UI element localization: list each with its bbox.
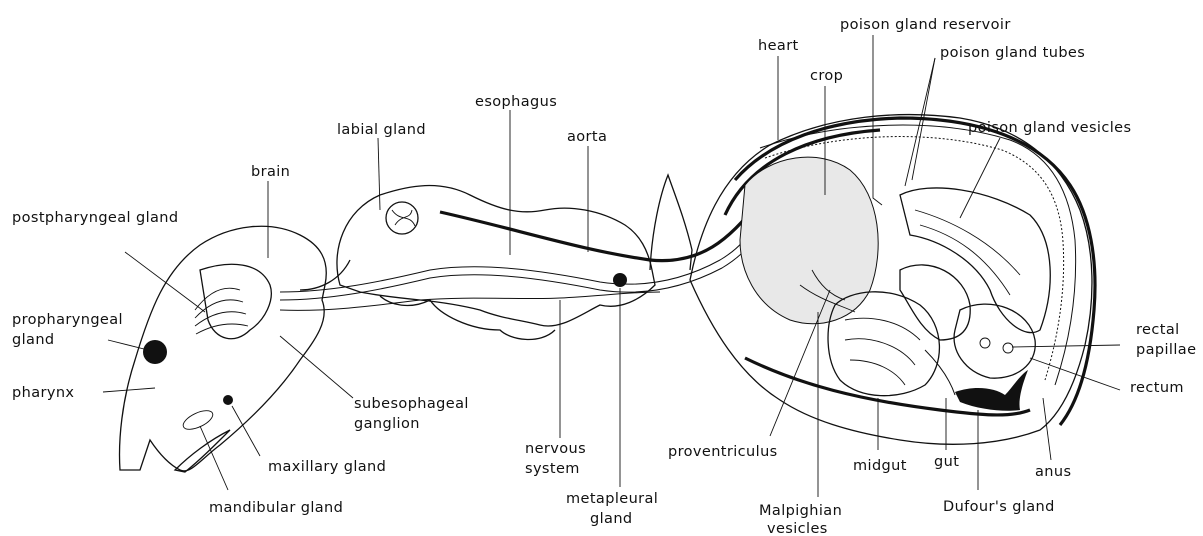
label-metapleural-gland-line1: metapleural — [566, 491, 658, 507]
label-poison-gland-reservoir: poison gland reservoir — [840, 17, 1011, 33]
label-nervous-system-line1: nervous — [525, 441, 586, 457]
label-malpighian-vesicles-line2: vesicles — [767, 521, 828, 536]
labial-gland-lobes — [392, 210, 415, 226]
label-proventriculus: proventriculus — [668, 444, 778, 460]
leader-labial — [378, 138, 380, 210]
rectal-papilla-1 — [980, 338, 990, 348]
leader-anus — [1043, 398, 1051, 460]
label-aorta: aorta — [567, 129, 607, 145]
label-brain: brain — [251, 164, 290, 180]
leader-poison-tubes-1 — [905, 58, 935, 186]
label-mandibular-gland: mandibular gland — [209, 500, 343, 516]
leader-propharyngeal — [108, 340, 148, 350]
label-malpighian-vesicles-line1: Malpighian — [759, 503, 842, 519]
label-subesophageal-ganglion-line2: ganglion — [354, 416, 420, 432]
label-nervous-system-line2: system — [525, 461, 580, 477]
leader-lines — [103, 35, 1120, 497]
leader-pharynx — [103, 388, 155, 392]
label-gut: gut — [934, 454, 959, 470]
leader-postpharyngeal — [125, 252, 205, 312]
thorax-outline — [337, 186, 655, 326]
label-dufours-gland: Dufour's gland — [943, 499, 1055, 515]
midgut-folds — [845, 318, 920, 385]
label-postpharyngeal-gland: postpharyngeal gland — [12, 210, 179, 226]
propharyngeal-gland-organ — [143, 340, 167, 364]
label-poison-gland-tubes: poison gland tubes — [940, 45, 1085, 61]
rectum-organ — [954, 304, 1035, 378]
aorta-vessel — [440, 200, 760, 261]
crop-organ — [740, 157, 878, 324]
poison-gland-reservoir-organ — [900, 265, 970, 340]
label-pharynx: pharynx — [12, 385, 74, 401]
metapleural-gland-organ — [613, 273, 627, 287]
label-esophagus: esophagus — [475, 94, 557, 110]
postpharyngeal-gland-organ — [195, 288, 248, 334]
labels: postpharyngeal gland brain labial gland … — [12, 17, 1196, 536]
mandible-outline — [175, 430, 230, 472]
label-subesophageal-ganglion-line1: subesophageal — [354, 396, 469, 412]
leader-subesophageal — [280, 336, 353, 398]
label-crop: crop — [810, 68, 843, 84]
maxillary-gland-organ — [223, 395, 233, 405]
labial-gland-organ — [386, 202, 418, 234]
poison-gland-vesicles-organ — [900, 188, 1050, 333]
label-anus: anus — [1035, 464, 1071, 480]
label-maxillary-gland: maxillary gland — [268, 459, 386, 475]
label-rectum: rectum — [1130, 380, 1184, 396]
label-metapleural-gland-line2: gland — [590, 511, 633, 527]
petiole-node — [650, 175, 692, 270]
poison-vesicle-lines — [915, 210, 1020, 295]
sternum-outline — [380, 296, 555, 339]
mandibular-gland-organ — [181, 407, 216, 433]
rectal-papilla-2 — [1003, 343, 1013, 353]
dufours-gland-organ — [955, 370, 1028, 411]
hindgut-tube — [925, 350, 955, 395]
label-midgut: midgut — [853, 458, 907, 474]
label-heart: heart — [758, 38, 799, 54]
leader-rectum — [1030, 358, 1120, 390]
label-poison-gland-vesicles: poison gland vesicles — [968, 120, 1131, 136]
label-propharyngeal-gland-line1: propharyngeal — [12, 312, 123, 328]
label-propharyngeal-gland-line2: gland — [12, 332, 55, 348]
leader-poison-vesicles — [960, 138, 1000, 218]
label-rectal-papillae-line2: papillae — [1136, 342, 1196, 358]
label-rectal-papillae-line1: rectal — [1136, 322, 1180, 338]
label-labial-gland: labial gland — [337, 122, 426, 138]
